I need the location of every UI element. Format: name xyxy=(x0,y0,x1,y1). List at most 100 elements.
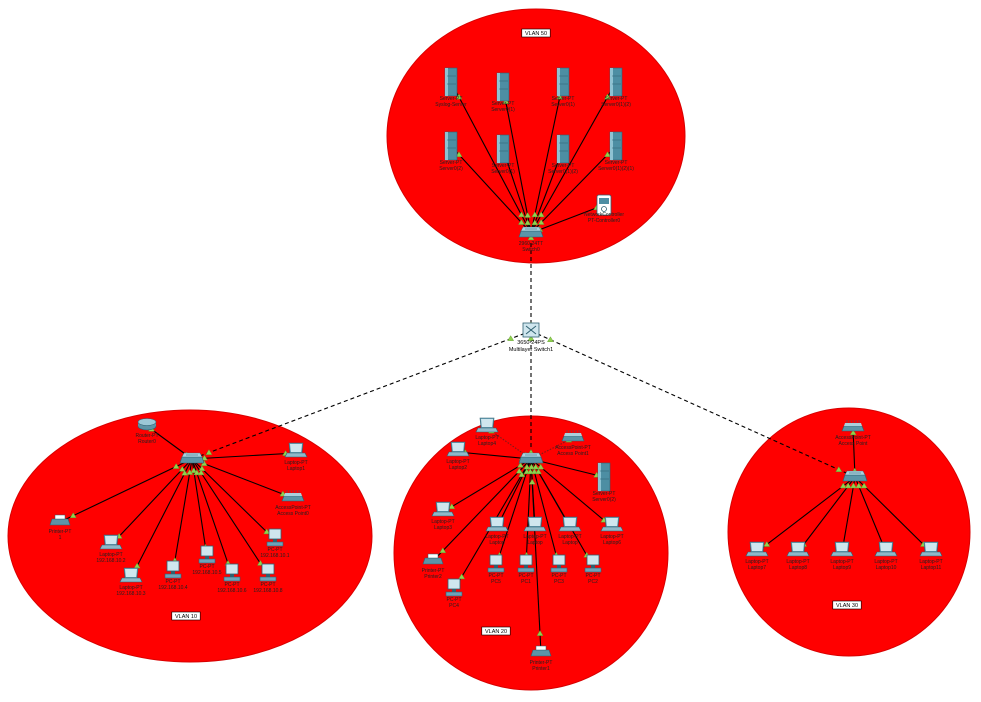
server-icon[interactable] xyxy=(609,67,623,97)
pc-name-label: 192.168.10.8 xyxy=(253,588,282,594)
laptop-name-label: Laptop xyxy=(489,540,505,546)
pc-model-label: PC-PT xyxy=(268,547,283,553)
laptop-name-label: Laptop10 xyxy=(876,565,897,571)
accesspoint-icon[interactable] xyxy=(841,420,865,432)
accesspoint-icon[interactable] xyxy=(561,430,585,442)
printer-name-label: 1 xyxy=(59,535,62,541)
printer-icon[interactable] xyxy=(49,514,71,526)
router-icon[interactable] xyxy=(137,418,157,431)
access-link xyxy=(191,458,208,558)
laptop-name-label: Laptop1 xyxy=(287,466,305,472)
laptop-name-label: Laptop3 xyxy=(434,525,452,531)
laptop-name-label: Laptop2 xyxy=(449,465,467,471)
laptop-model-label: Laptop-PT xyxy=(485,534,508,540)
server-icon[interactable] xyxy=(556,134,570,164)
laptop-icon[interactable] xyxy=(874,541,898,557)
printer-icon[interactable] xyxy=(530,645,552,657)
pc-icon[interactable] xyxy=(487,554,505,573)
printer-model-label: Printer-PT xyxy=(530,660,553,666)
laptop-icon[interactable] xyxy=(284,442,308,458)
laptop-icon[interactable] xyxy=(745,541,769,557)
laptop-model-label: Laptop-PT xyxy=(284,460,307,466)
laptop-model-label: Laptop-PT xyxy=(786,559,809,565)
laptop-name-label: Laptop7 xyxy=(748,565,766,571)
pc-name-label: 192.168.10.4 xyxy=(158,585,187,591)
zone-label-vlan10: VLAN 10 xyxy=(175,614,197,620)
laptop-model-label: Laptop-PT xyxy=(431,519,454,525)
laptop-icon[interactable] xyxy=(431,501,455,517)
laptop-icon[interactable] xyxy=(600,516,624,532)
port-status-icon xyxy=(844,482,852,489)
pc-icon[interactable] xyxy=(223,563,241,582)
port-status-icon xyxy=(547,336,554,342)
laptop-name-label: 192.168.10.3 xyxy=(116,591,145,597)
multilayer-switch-icon[interactable] xyxy=(522,322,540,338)
router-model-label: Router-PT xyxy=(135,433,158,439)
server-model-label: Server-PT xyxy=(605,96,628,102)
laptop-model-label: Laptop-PT xyxy=(919,559,942,565)
laptop-icon[interactable] xyxy=(786,541,810,557)
zone-vlan30 xyxy=(727,407,971,657)
switch-icon-vlan10[interactable] xyxy=(179,452,205,464)
access-link xyxy=(530,458,613,528)
laptop-name-label: Laptop6 xyxy=(603,540,621,546)
laptop-model-label: Laptop-PT xyxy=(446,459,469,465)
server-icon[interactable] xyxy=(496,134,510,164)
port-status-icon xyxy=(839,482,847,489)
access-link xyxy=(530,81,617,234)
server-icon[interactable] xyxy=(444,67,458,97)
pc-name-label: 192.168.10.1 xyxy=(260,553,289,559)
laptop-icon[interactable] xyxy=(919,541,943,557)
pc-icon[interactable] xyxy=(550,554,568,573)
laptop-icon[interactable] xyxy=(99,534,123,550)
laptop-model-label: Laptop-PT xyxy=(600,534,623,540)
laptop-icon[interactable] xyxy=(485,516,509,532)
server-icon[interactable] xyxy=(597,462,611,492)
port-status-icon xyxy=(517,461,524,468)
laptop-icon[interactable] xyxy=(558,516,582,532)
access-link xyxy=(450,145,532,234)
switch-icon-vlan50[interactable] xyxy=(518,226,544,238)
printer-icon[interactable] xyxy=(422,553,444,565)
access-link xyxy=(496,458,532,528)
pc-icon[interactable] xyxy=(445,578,463,597)
zone-label-box-vlan30 xyxy=(832,600,862,610)
pc-icon[interactable] xyxy=(259,563,277,582)
pc-icon[interactable] xyxy=(584,554,602,573)
laptop-name-label: Laptop xyxy=(527,540,543,546)
accesspoint-icon[interactable] xyxy=(281,490,305,502)
laptop-icon[interactable] xyxy=(523,516,547,532)
zone-label-box-vlan20 xyxy=(481,626,511,636)
port-status-icon xyxy=(172,463,180,469)
controller-icon[interactable] xyxy=(596,194,612,216)
pc-icon[interactable] xyxy=(266,528,284,547)
server-icon[interactable] xyxy=(556,67,570,97)
switch-icon-vlan20[interactable] xyxy=(518,452,544,464)
access-link xyxy=(450,81,532,234)
zone-label-vlan30: VLAN 30 xyxy=(836,603,858,609)
laptop-model-label: Laptop-PT xyxy=(119,585,142,591)
pc-name-label: PC1 xyxy=(521,579,531,585)
access-link xyxy=(841,476,856,553)
router-name-label: Router0 xyxy=(138,439,156,445)
pc-icon[interactable] xyxy=(198,545,216,564)
server-model-label: Server-PT xyxy=(605,160,628,166)
port-status-icon xyxy=(455,93,463,100)
switch-icon-vlan30[interactable] xyxy=(842,470,868,482)
server-icon[interactable] xyxy=(609,131,623,161)
laptop-icon[interactable] xyxy=(446,441,470,457)
server-icon[interactable] xyxy=(496,72,510,102)
vlan-zones xyxy=(7,8,971,691)
laptop-model-label: Laptop-PT xyxy=(745,559,768,565)
laptop-icon[interactable] xyxy=(475,417,499,433)
server-icon[interactable] xyxy=(444,131,458,161)
pc-icon[interactable] xyxy=(517,554,535,573)
port-status-icon xyxy=(448,503,456,509)
laptop-icon[interactable] xyxy=(119,567,143,583)
laptop-icon[interactable] xyxy=(830,541,854,557)
port-status-icon xyxy=(518,471,526,477)
laptop-model-label: Laptop-PT xyxy=(99,552,122,558)
pc-icon[interactable] xyxy=(164,560,182,579)
laptop-model-label: Laptop-PT xyxy=(475,435,498,441)
